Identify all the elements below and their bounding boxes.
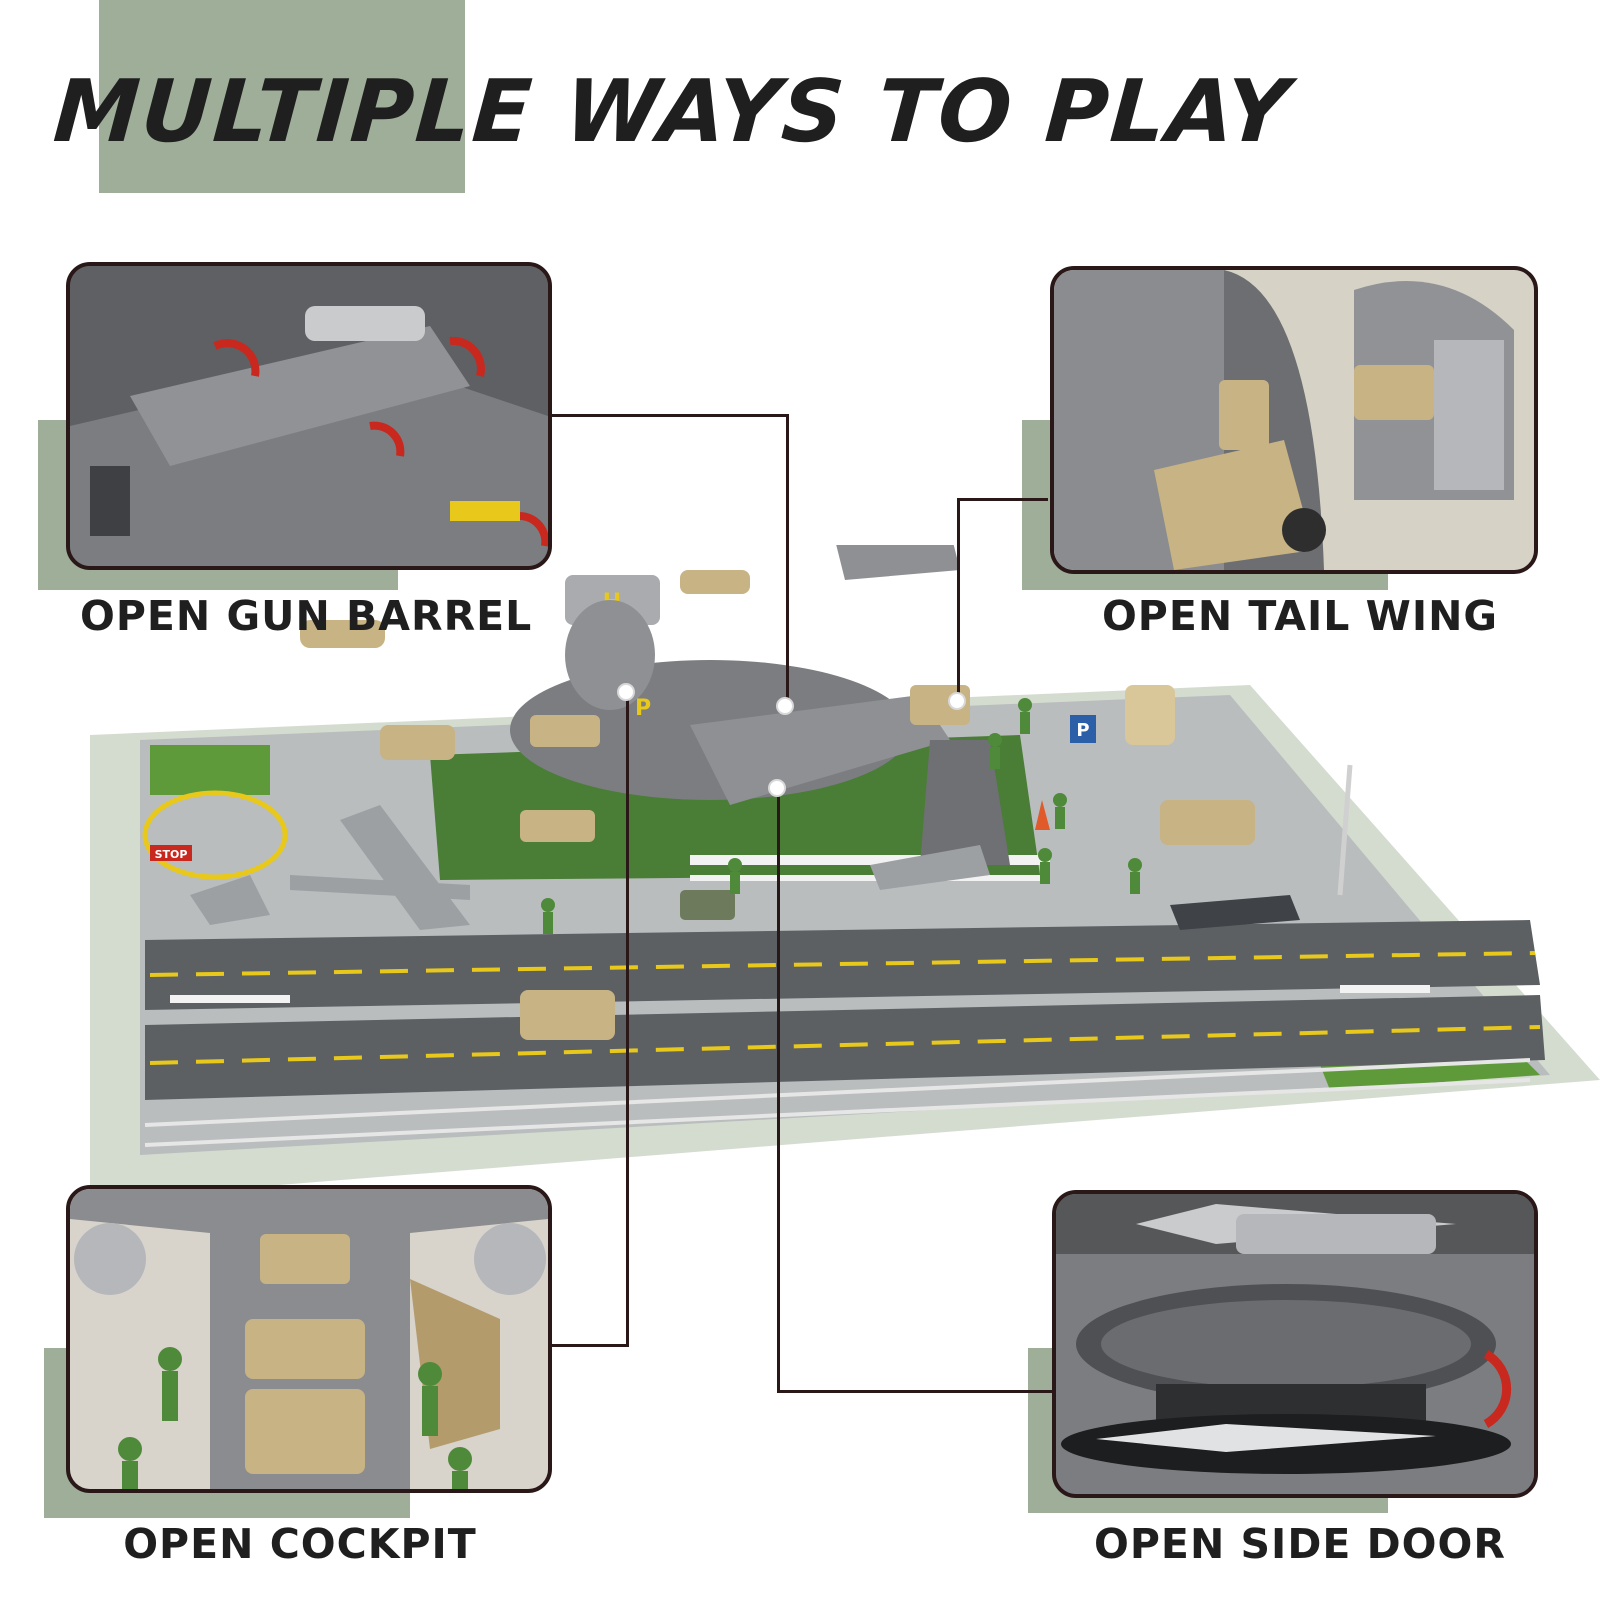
toy-soldiers — [541, 698, 1142, 934]
tail-wing-photo-panel — [1050, 266, 1538, 574]
anchor-dot-tail-wing — [948, 692, 966, 710]
runway-lower — [145, 995, 1545, 1100]
side-door-caption: OPEN SIDE DOOR — [1094, 1520, 1506, 1568]
rotate-arrow-icon — [519, 512, 548, 547]
tail-wing-caption: OPEN TAIL WING — [1101, 592, 1499, 640]
connector-cockpit — [546, 692, 629, 1347]
cargo-aircraft-toy: H P — [510, 530, 1010, 865]
rotate-arrow-icon — [449, 336, 485, 378]
svg-text:P: P — [1076, 720, 1089, 741]
playmat-illustration: H P — [90, 530, 1600, 1200]
traffic-cone — [1035, 800, 1050, 830]
toy-soldiers-cockpit — [118, 1347, 472, 1489]
anchor-dot-cockpit — [617, 683, 635, 701]
anchor-dot-side-door — [768, 779, 786, 797]
gun-barrel-caption: OPEN GUN BARREL — [80, 592, 533, 640]
fence-row — [144, 1058, 1531, 1147]
rotate-arrow-icon — [1483, 1350, 1512, 1428]
runway-center-line-lower — [149, 1025, 1541, 1065]
title-accent-block — [99, 0, 465, 193]
rotate-arrow-icon — [213, 339, 260, 377]
street-lamp — [1337, 764, 1353, 896]
gun-barrel-illustration — [70, 266, 548, 566]
page-title: MULTIPLE WAYS TO PLAY — [50, 62, 1294, 162]
cockpit-photo-panel — [66, 1185, 552, 1493]
connector-side-door — [777, 788, 1055, 1393]
runway-center-line-upper — [149, 951, 1536, 977]
gun-barrel-photo-panel — [66, 262, 552, 570]
anchor-dot-gun-barrel — [776, 697, 794, 715]
svg-text:STOP: STOP — [155, 848, 188, 861]
rotate-arrow-icon — [369, 421, 405, 457]
tail-wing-illustration — [1054, 270, 1534, 570]
cockpit-caption: OPEN COCKPIT — [123, 1520, 477, 1568]
playmat-scene: H P — [90, 530, 1600, 1200]
connector-tail-wing — [957, 498, 1048, 705]
side-door-photo-panel — [1052, 1190, 1538, 1498]
grass-patch-left — [150, 745, 270, 795]
aircraft-marking: P — [635, 696, 651, 721]
mini-planes — [190, 805, 1300, 930]
crosswalk-stripes — [170, 855, 1430, 1003]
cockpit-illustration — [70, 1189, 548, 1489]
stop-sign: STOP — [150, 845, 192, 861]
parking-sign: P — [1070, 715, 1096, 743]
helipad-circle — [142, 790, 288, 880]
side-door-illustration — [1056, 1194, 1534, 1494]
mini-vehicles — [300, 570, 1255, 1040]
connector-gun-barrel — [546, 414, 789, 707]
